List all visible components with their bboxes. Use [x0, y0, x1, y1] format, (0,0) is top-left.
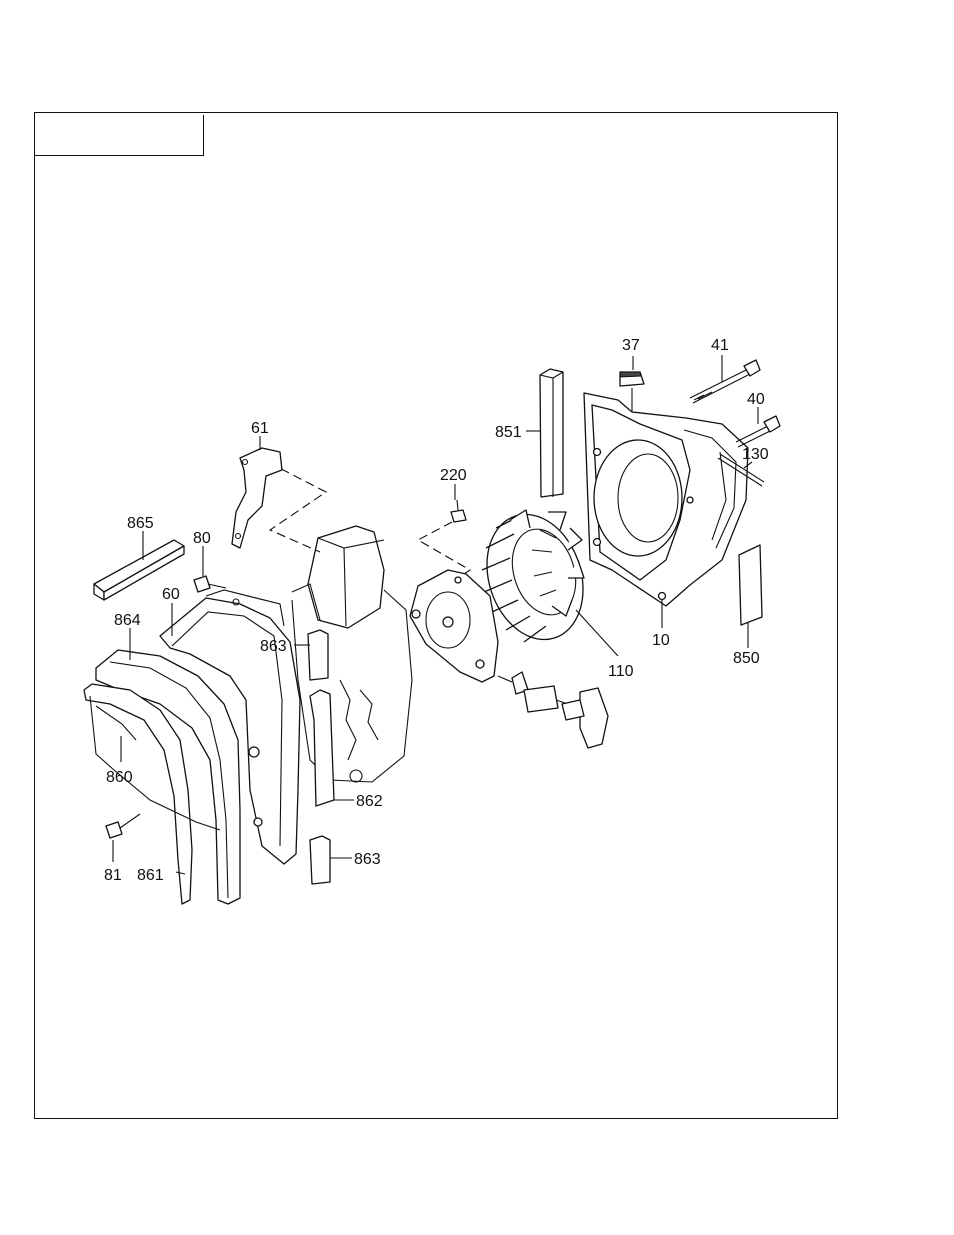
screw-part-80 — [194, 576, 226, 592]
label-part-40: 40 — [747, 391, 765, 408]
label-part-863-lower: 863 — [354, 851, 381, 868]
label-part-10: 10 — [652, 632, 670, 649]
screw-part-220 — [451, 500, 466, 522]
cap-part-37 — [620, 372, 644, 386]
starter-grip — [498, 672, 608, 748]
fan-housing-part-10 — [584, 393, 748, 606]
label-part-862: 862 — [356, 793, 383, 810]
label-part-61: 61 — [251, 420, 269, 437]
foam-pad-part-850 — [739, 545, 762, 625]
label-part-863-upper: 863 — [260, 638, 287, 655]
label-part-861: 861 — [137, 867, 164, 884]
bracket-part-61 — [232, 448, 282, 548]
label-part-110: 110 — [608, 663, 634, 680]
label-part-220: 220 — [440, 467, 467, 484]
label-part-81: 81 — [104, 867, 122, 884]
label-part-860: 860 — [106, 769, 133, 786]
foam-strip-part-862 — [310, 690, 334, 806]
label-part-80: 80 — [193, 530, 211, 547]
label-part-41: 41 — [711, 337, 729, 354]
label-part-60: 60 — [162, 586, 180, 603]
starter-cover — [410, 570, 498, 682]
foam-block-part-863-lower — [310, 836, 330, 884]
label-part-851: 851 — [495, 424, 522, 441]
foam-bar-part-851 — [540, 369, 563, 497]
screw-part-81 — [106, 814, 140, 838]
label-part-130: 130 — [742, 446, 769, 463]
label-part-864: 864 — [114, 612, 141, 629]
foam-block-part-863-upper — [308, 630, 328, 680]
label-part-865: 865 — [127, 515, 154, 532]
label-part-37: 37 — [622, 337, 640, 354]
label-part-850: 850 — [733, 650, 760, 667]
